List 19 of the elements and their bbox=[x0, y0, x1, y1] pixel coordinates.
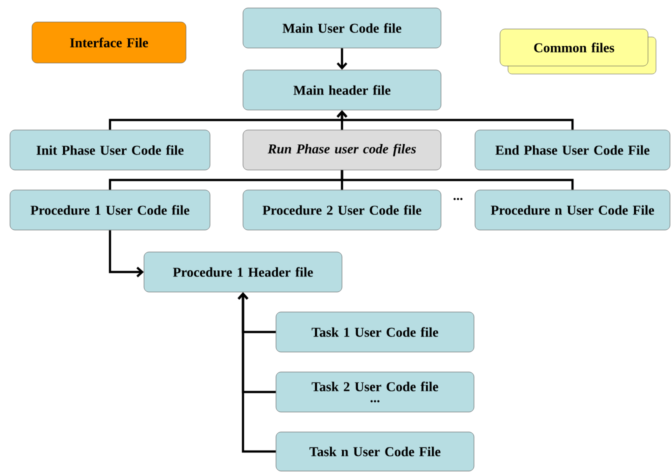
connector-arrow bbox=[336, 110, 574, 130]
legend-box: Interface File bbox=[32, 22, 186, 64]
stacked-file-box: Common files bbox=[500, 28, 656, 74]
file-box: Task 1 User Code file bbox=[276, 312, 474, 352]
connector-arrow bbox=[336, 48, 348, 70]
file-box: Main header file bbox=[242, 70, 442, 110]
file-box: Main User Code file bbox=[242, 8, 442, 48]
file-box: End Phase User Code File bbox=[474, 130, 670, 170]
file-box: Init Phase User Code file bbox=[10, 130, 210, 170]
file-box: Procedure n User Code File bbox=[474, 190, 670, 230]
connector-arrow bbox=[238, 292, 276, 453]
ellipsis-label: ... bbox=[454, 198, 462, 200]
group-box: Run Phase user code files bbox=[242, 130, 442, 170]
connector-arrow bbox=[108, 230, 144, 278]
file-box: Procedure 1 Header file bbox=[144, 252, 342, 292]
file-box: Task 2 User Code file ... bbox=[276, 372, 474, 412]
file-box: Task n User Code File bbox=[276, 432, 474, 472]
file-box: Procedure 2 User Code file bbox=[242, 190, 442, 230]
file-box: Procedure 1 User Code file bbox=[10, 190, 210, 230]
